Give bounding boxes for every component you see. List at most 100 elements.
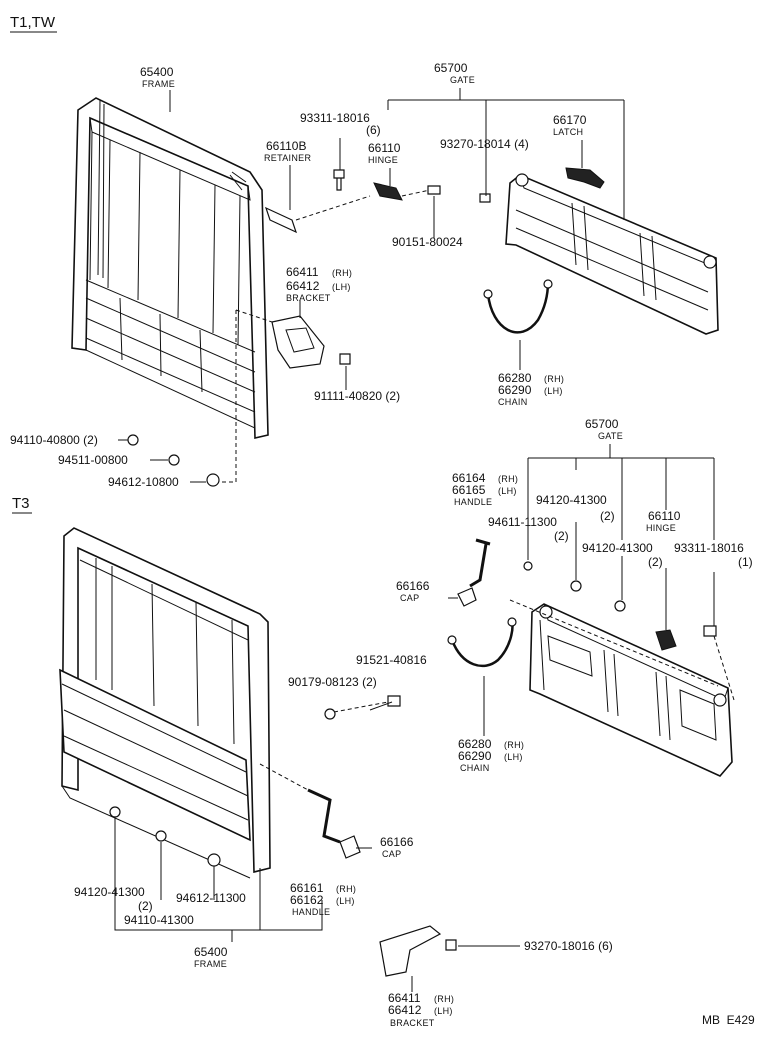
label-66165: 66165 bbox=[452, 483, 486, 497]
chain-66280-bottom-part bbox=[450, 619, 514, 668]
nut-94511-part bbox=[168, 454, 180, 466]
nut-94612-bottom-part bbox=[207, 853, 221, 867]
gate-65700-top-drawing bbox=[505, 173, 719, 335]
label-94110-top: 94110-40800 (2) bbox=[10, 433, 98, 447]
label-66412-top: 66412 bbox=[286, 279, 320, 293]
label-94110-bottom: 94110-41300 bbox=[124, 913, 194, 927]
label-hinge-top: HINGE bbox=[368, 155, 398, 165]
bolt-93311-top-part bbox=[333, 169, 345, 191]
label-66412-top-lh: (LH) bbox=[332, 282, 351, 292]
bolt-91111-part bbox=[339, 353, 351, 365]
label-bracket-bottom: BRACKET bbox=[390, 1018, 435, 1028]
gate-65700-bottom-drawing bbox=[529, 603, 733, 777]
nut-94120-c-part bbox=[109, 806, 121, 818]
label-66166-top: 66166 bbox=[396, 579, 430, 593]
label-66162-lh: (LH) bbox=[336, 896, 355, 906]
label-94120-a-qty: (2) bbox=[600, 509, 615, 523]
label-66280-top: 66280 bbox=[498, 371, 532, 385]
cap-66166-bottom-part bbox=[339, 835, 361, 859]
label-66165-lh: (LH) bbox=[498, 486, 517, 496]
chain-66280-top-part bbox=[486, 281, 550, 334]
label-94120-b: 94120-41300 bbox=[582, 541, 653, 555]
label-93270-top: 93270-18014 (4) bbox=[440, 137, 529, 151]
label-latch: LATCH bbox=[553, 127, 583, 137]
label-retainer: RETAINER bbox=[264, 153, 311, 163]
label-93311-top-qty: (6) bbox=[366, 123, 381, 137]
label-65400-top: 65400 bbox=[140, 65, 174, 79]
latch-66170-part bbox=[565, 167, 605, 189]
nut-90179-part bbox=[324, 708, 336, 720]
label-94611: 94611-11300 bbox=[488, 515, 557, 529]
retainer-66110b-part bbox=[264, 206, 298, 234]
label-90179: 90179-08123 (2) bbox=[288, 675, 377, 689]
label-66161-rh: (RH) bbox=[336, 884, 356, 894]
handle-66164-part bbox=[469, 538, 491, 588]
bolt-93270-bottom-part bbox=[445, 939, 457, 951]
label-gate-bottom: GATE bbox=[598, 431, 623, 441]
label-65700-bottom: 65700 bbox=[585, 417, 619, 431]
label-chain-bottom: CHAIN bbox=[460, 763, 490, 773]
label-66280-top-rh: (RH) bbox=[544, 374, 564, 384]
label-66164-rh: (RH) bbox=[498, 474, 518, 484]
nut-94110-bottom-part bbox=[155, 830, 167, 842]
label-65700-top: 65700 bbox=[434, 61, 468, 75]
label-94120-c: 94120-41300 bbox=[74, 885, 145, 899]
cap-66166-top-part bbox=[457, 587, 477, 607]
label-chain-top: CHAIN bbox=[498, 397, 528, 407]
nut-94110-top-part bbox=[127, 434, 139, 446]
bracket-66411-bottom-part bbox=[379, 925, 442, 977]
nut-94611-part bbox=[523, 561, 533, 571]
label-66280-bottom-rh: (RH) bbox=[504, 740, 524, 750]
bolt-93270-top-part bbox=[479, 193, 491, 203]
label-93270-bottom: 93270-18016 (6) bbox=[524, 939, 613, 953]
label-66412-bottom: 66412 bbox=[388, 1003, 422, 1017]
nut-94612-top-part bbox=[206, 473, 220, 487]
bolt-93311-bottom-part bbox=[703, 625, 717, 637]
label-93311-bottom: 93311-18016 bbox=[674, 541, 744, 555]
label-94120-b-qty: (2) bbox=[648, 555, 663, 569]
label-94120-a: 94120-41300 bbox=[536, 493, 607, 507]
label-66290-bottom-lh: (LH) bbox=[504, 752, 523, 762]
label-94612-bottom: 94612-11300 bbox=[176, 891, 246, 905]
handle-66161-part bbox=[307, 788, 341, 844]
nut-94120-b-part bbox=[614, 600, 626, 612]
label-66411-bottom-rh: (RH) bbox=[434, 994, 454, 1004]
bolt-90151-part bbox=[427, 185, 441, 195]
label-hinge-bottom: HINGE bbox=[646, 523, 676, 533]
section-title-t1-tw: T1,TW bbox=[10, 14, 56, 31]
bracket-66411-top-part bbox=[271, 315, 325, 369]
label-91111: 91111-40820 (2) bbox=[314, 389, 400, 403]
label-94611-qty: (2) bbox=[554, 529, 569, 543]
label-66280-bottom: 66280 bbox=[458, 737, 492, 751]
section-title-t3: T3 bbox=[12, 495, 30, 512]
label-66110-top: 66110 bbox=[368, 141, 401, 155]
label-65400-bottom: 65400 bbox=[194, 945, 228, 959]
label-66110b: 66110B bbox=[266, 139, 306, 153]
label-cap-top: CAP bbox=[400, 593, 419, 603]
label-66290-top: 66290 bbox=[498, 383, 532, 397]
label-93311-bottom-qty: (1) bbox=[738, 555, 753, 569]
label-66161: 66161 bbox=[290, 881, 324, 895]
label-66162: 66162 bbox=[290, 893, 324, 907]
frame-65400-top-drawing bbox=[71, 97, 269, 439]
footer-code: MB E429 bbox=[702, 1013, 755, 1027]
label-66110-bottom: 66110 bbox=[648, 509, 681, 523]
bolt-91521-part bbox=[387, 695, 401, 707]
label-66170: 66170 bbox=[553, 113, 587, 127]
label-66412-bottom-lh: (LH) bbox=[434, 1006, 453, 1016]
label-93311-top: 93311-18016 bbox=[300, 111, 370, 125]
hinge-66110-top-part bbox=[373, 182, 403, 201]
frame-65400-bottom-drawing bbox=[59, 527, 271, 879]
label-frame-bottom: FRAME bbox=[194, 959, 227, 969]
label-gate-top: GATE bbox=[450, 75, 475, 85]
label-66290-top-lh: (LH) bbox=[544, 386, 563, 396]
label-94511: 94511-00800 bbox=[58, 453, 128, 467]
label-66411-top: 66411 bbox=[286, 265, 319, 279]
nut-94120-a-part bbox=[570, 580, 582, 592]
label-66164: 66164 bbox=[452, 471, 486, 485]
label-66166-bottom: 66166 bbox=[380, 835, 414, 849]
label-cap-bottom: CAP bbox=[382, 849, 401, 859]
hinge-66110-bottom-part bbox=[655, 629, 677, 651]
label-66290-bottom: 66290 bbox=[458, 749, 492, 763]
